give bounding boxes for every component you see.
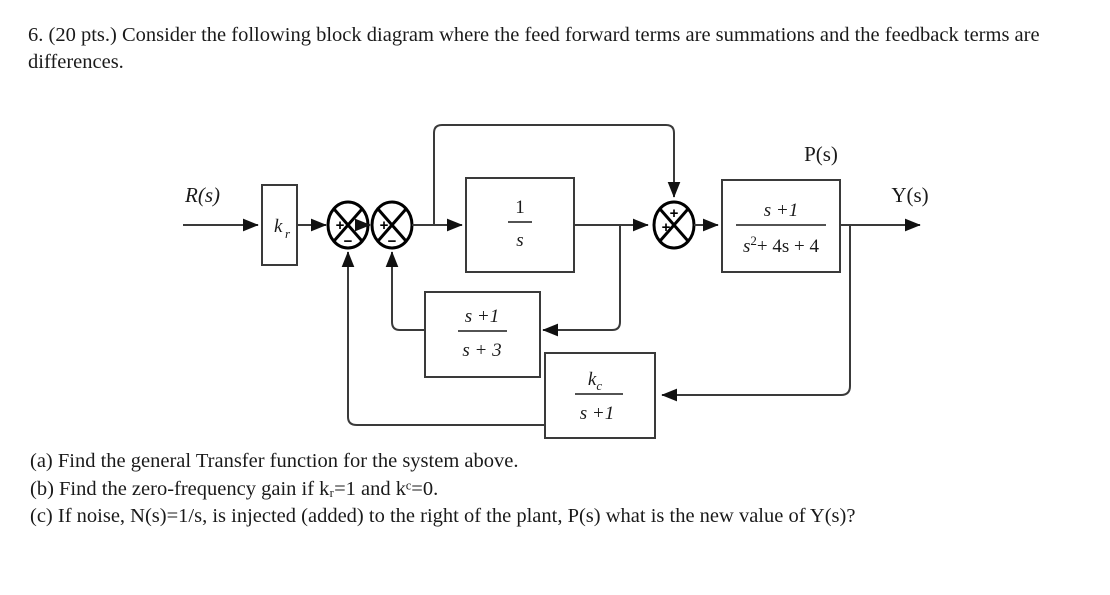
block-diagram: R(s) Y(s) P(s) k r 1 s s +1 s2: [0, 100, 1110, 450]
wire-branch-to-inner-feedback: [542, 225, 621, 337]
sum2-bottom-sign: −: [388, 233, 397, 250]
svg-text:kc: kc: [588, 369, 602, 393]
sum3-left-sign: +: [662, 219, 671, 236]
sum1-left-sign: +: [336, 217, 345, 234]
input-label: R(s): [184, 183, 220, 207]
block-plant-label: s +1 s2+ 4s + 4: [736, 200, 826, 257]
plant-den-base: s: [743, 236, 750, 257]
wire-branch-to-outer-feedback: [661, 225, 851, 402]
questions-list: (a) Find the general Transfer function f…: [30, 448, 1090, 531]
block-outer-feedback: [544, 352, 656, 439]
block-outer-feedback-label: kc s +1: [575, 369, 623, 424]
question-a: (a) Find the general Transfer function f…: [30, 450, 519, 472]
integrator-denominator: s: [516, 230, 523, 251]
inner-feedback-denominator: s + 3: [462, 340, 501, 361]
svg-text:s +1: s +1: [764, 200, 798, 221]
block-plant: [721, 179, 841, 273]
integrator-numerator: 1: [515, 197, 525, 218]
block-integrator: [465, 177, 575, 273]
plant-den-exponent: 2: [750, 233, 757, 248]
wire-inner-feedback-to-sum2: [385, 251, 425, 331]
outer-feedback-denominator: s +1: [580, 403, 614, 424]
sum3-top-sign: +: [670, 205, 679, 222]
inner-feedback-numerator: s +1: [465, 306, 499, 327]
block-integrator-label: 1 s: [508, 197, 532, 251]
outer-feedback-numerator: k: [588, 369, 597, 390]
wire-outer-feedback-to-sum1: [341, 251, 545, 426]
wire-feedforward-top: [433, 124, 681, 225]
gain-symbol: k: [274, 216, 283, 237]
sum2-left-sign: +: [380, 217, 389, 234]
question-b: (b) Find the zero-frequency gain if kᵣ=1…: [30, 477, 439, 500]
outer-feedback-num-subscript: c: [596, 378, 602, 393]
block-inner-feedback-label: s +1 s + 3: [458, 306, 507, 361]
block-gain-label: k r: [274, 216, 291, 241]
gain-subscript: r: [285, 226, 291, 241]
sum1-bottom-sign: −: [344, 233, 353, 250]
block-inner-feedback: [424, 291, 541, 378]
problem-statement: 6. (20 pts.) Consider the following bloc…: [28, 24, 1040, 74]
plant-den-rest: + 4s + 4: [757, 236, 820, 257]
plant-label: P(s): [804, 142, 838, 166]
plant-numerator: s +1: [764, 200, 798, 221]
output-label: Y(s): [891, 183, 928, 207]
svg-text:s2+ 4s + 4: s2+ 4s + 4: [743, 233, 819, 257]
question-c: (c) If noise, N(s)=1/s, is injected (add…: [30, 505, 856, 528]
